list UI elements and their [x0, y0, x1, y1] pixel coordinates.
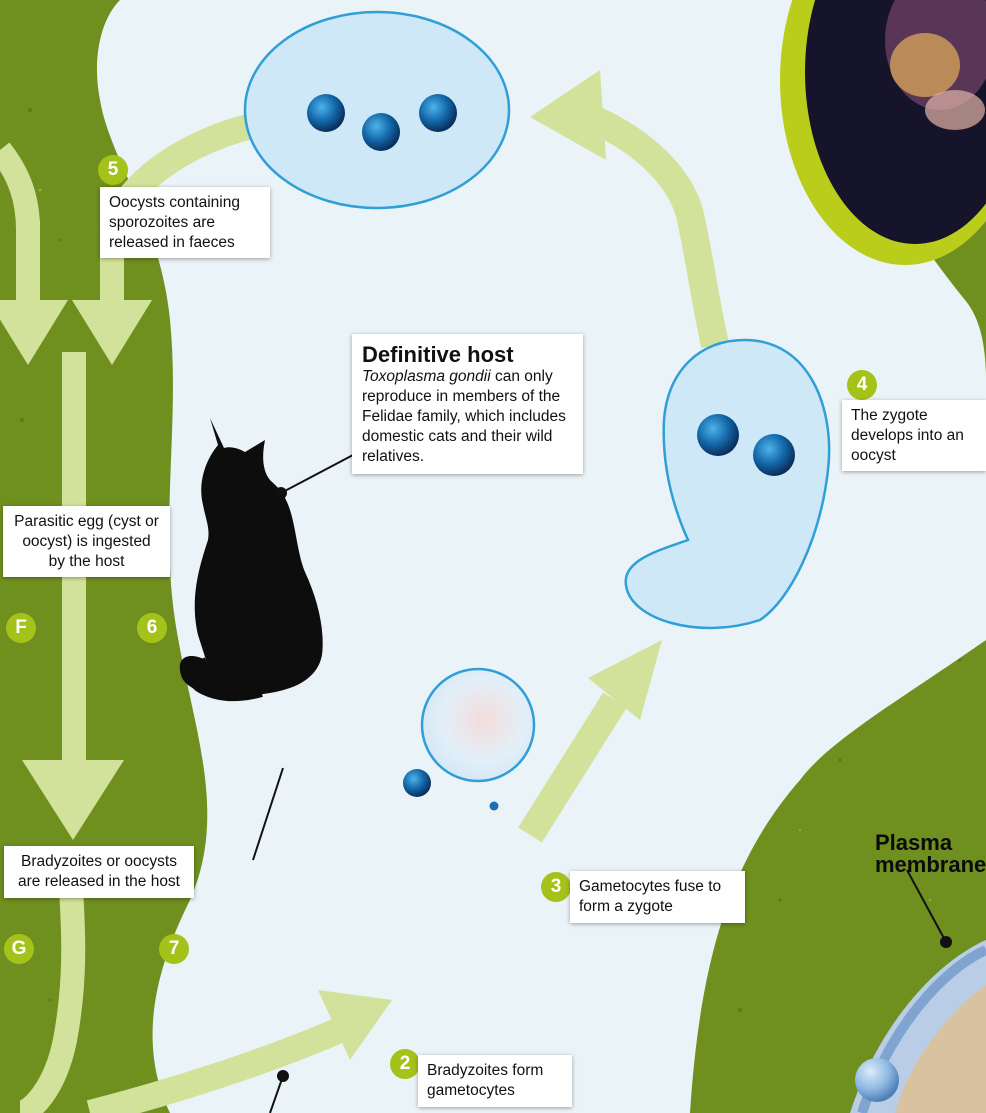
step-5-badge: 5 [98, 155, 128, 185]
plasma-membrane-label: Plasma membrane [875, 832, 986, 876]
species-name: Toxoplasma gondii [362, 368, 491, 385]
step-4-label: The zygote develops into an oocyst [842, 400, 986, 471]
step-5-label: Oocysts containing sporozoites are relea… [100, 187, 270, 258]
sporozoite [753, 434, 795, 476]
zygote [422, 669, 534, 781]
sporozoite [362, 113, 400, 151]
step-7-letter-badge: G [4, 934, 34, 964]
gametocyte-small [490, 802, 499, 811]
gametocyte-large [403, 769, 431, 797]
step-7-label: Bradyzoites or oocysts are released in t… [4, 846, 194, 898]
step-6-letter-badge: F [6, 613, 36, 643]
step-6-badge: 6 [137, 613, 167, 643]
step-2-label: Bradyzoites form gametocytes [418, 1055, 572, 1107]
definitive-host-title: Definitive host [362, 342, 573, 367]
oocyst-released [245, 12, 509, 208]
step-4-badge: 4 [847, 370, 877, 400]
step-3-badge: 3 [541, 872, 571, 902]
definitive-host-callout: Definitive host Toxoplasma gondii can on… [352, 334, 583, 474]
sporozoite [307, 94, 345, 132]
step-6-label: Parasitic egg (cyst or oocyst) is ingest… [3, 506, 170, 577]
step-7-badge: 7 [159, 934, 189, 964]
sporozoite [697, 414, 739, 456]
step-3-label: Gametocytes fuse to form a zygote [570, 871, 745, 923]
step-2-badge: 2 [390, 1049, 420, 1079]
sporozoite [419, 94, 457, 132]
